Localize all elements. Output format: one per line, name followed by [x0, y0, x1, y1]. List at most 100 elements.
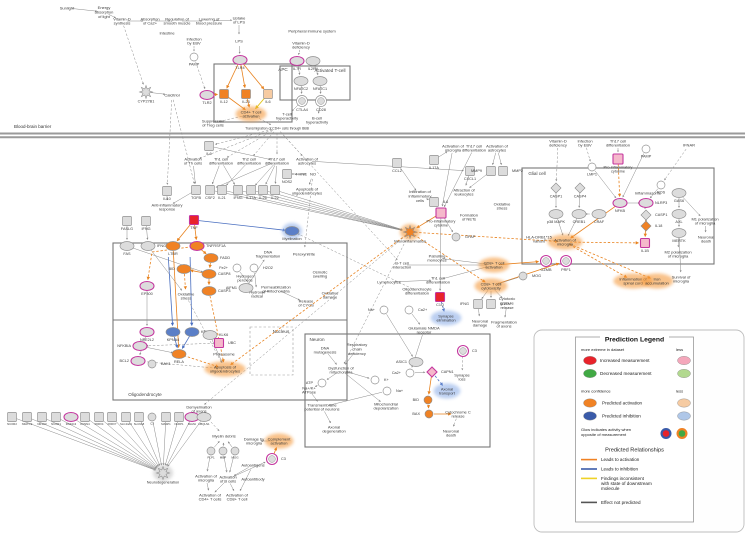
node-nfatc1[interactable]: NFATC1 — [312, 76, 328, 91]
node-axl[interactable]: AXL — [671, 209, 687, 224]
node-tlr2[interactable]: TLR2 — [199, 89, 215, 105]
node-na-a[interactable]: Na+ — [368, 305, 389, 315]
node-kpna4[interactable]: KPNA4 — [165, 327, 181, 342]
node-mog2[interactable]: MOG — [518, 271, 541, 281]
node-il17a-a[interactable]: IL17A — [246, 185, 256, 200]
node-c3-row[interactable]: C3 — [147, 412, 157, 425]
node-peroxynitrite[interactable]: Peroxynitrite — [293, 252, 316, 257]
node-klk6[interactable]: KLK6 — [202, 330, 228, 340]
node-il18[interactable]: IL18 — [640, 220, 662, 232]
node-p2rx7[interactable]: P2RX7 — [107, 412, 117, 426]
node-slc6a8[interactable]: SLC6A8 — [134, 412, 145, 426]
node-cxcl1[interactable]: CXCL1 — [464, 166, 476, 181]
node-pamp2[interactable]: PAMP — [641, 144, 652, 158]
node-nfatc2-b[interactable]: NFATC2 — [22, 412, 33, 426]
node-nfkbia[interactable]: NFKBIA — [117, 340, 148, 352]
node-p2rx4[interactable]: P2RX4 — [94, 412, 104, 426]
node-kcnn4[interactable]: KCNN4 — [80, 412, 90, 426]
node-nlrp1[interactable]: NLRP1 — [174, 412, 184, 426]
node-ltbr[interactable]: LTBR — [165, 241, 181, 256]
node-sunlight[interactable]: Sunlight — [60, 6, 75, 11]
node-il2ra[interactable]: IL2RA — [305, 56, 321, 71]
node-neurodegen[interactable]: Neurodegeneration — [147, 465, 180, 484]
node-fe2[interactable]: Fe2+ — [219, 263, 242, 273]
node-il23[interactable]: IL23 — [241, 89, 251, 104]
node-cyp27b1[interactable]: CYP27B1 — [138, 84, 155, 104]
node-mertk[interactable]: MERTK — [671, 228, 687, 243]
node-lymphocytes[interactable]: Lymphocytes — [377, 280, 400, 285]
node-nlrp3[interactable]: NLRP3 — [638, 197, 667, 209]
node-casp8[interactable]: CASP8 — [201, 269, 230, 279]
node-slc44a1[interactable]: SLC44A1 — [120, 412, 132, 426]
node-p38[interactable]: p38 MAPK — [547, 209, 566, 224]
node-neuroinf[interactable]: Neuroinflammation — [394, 224, 426, 243]
node-ifng-b[interactable]: IFNG — [141, 216, 151, 231]
node-hne[interactable]: 4-HNE — [295, 172, 307, 177]
node-lps[interactable]: LPS — [235, 39, 243, 44]
node-nfkb[interactable]: NFKB — [612, 197, 628, 213]
node-kplus[interactable]: K+ — [370, 375, 390, 385]
node-cd28[interactable]: CD28 — [315, 95, 327, 112]
node-tnf[interactable]: TNF — [188, 214, 200, 230]
node-il22[interactable]: IL22 — [270, 185, 280, 200]
node-peripheral-label[interactable]: Peripheral immune system — [288, 29, 336, 34]
node-aifm1[interactable]: AIFM1 — [226, 283, 254, 293]
node-ep300[interactable]: EP300 — [139, 280, 155, 296]
node-casp1a[interactable]: CASP1 — [550, 182, 562, 198]
node-lmp1[interactable]: LMP1 — [587, 162, 597, 176]
node-casp4[interactable]: CASP4 — [574, 182, 586, 198]
node-mbp[interactable]: MBP — [218, 446, 228, 460]
node-il26[interactable]: IL26 — [258, 185, 268, 200]
node-il6a[interactable]: IL6 — [263, 89, 273, 104]
node-faslg[interactable]: FASLG — [121, 216, 133, 231]
node-na-b[interactable]: Na+ — [382, 386, 404, 396]
node-casp1b[interactable]: CASP1 — [640, 209, 667, 221]
node-fadd[interactable]: FADD — [203, 253, 230, 263]
node-asic1[interactable]: ASIC1 — [396, 357, 424, 367]
node-bcl2[interactable]: BCL2 — [120, 355, 146, 367]
node-il17a-c[interactable]: IL17A — [486, 299, 511, 309]
node-mmp2[interactable]: MMP2 — [498, 166, 523, 176]
node-autoantigens[interactable]: Autoantigens — [241, 463, 264, 468]
node-il1b[interactable]: IL1B — [639, 237, 651, 253]
node-nos2[interactable]: NOS2 — [282, 169, 292, 184]
node-ubc[interactable]: UBC — [213, 337, 237, 349]
